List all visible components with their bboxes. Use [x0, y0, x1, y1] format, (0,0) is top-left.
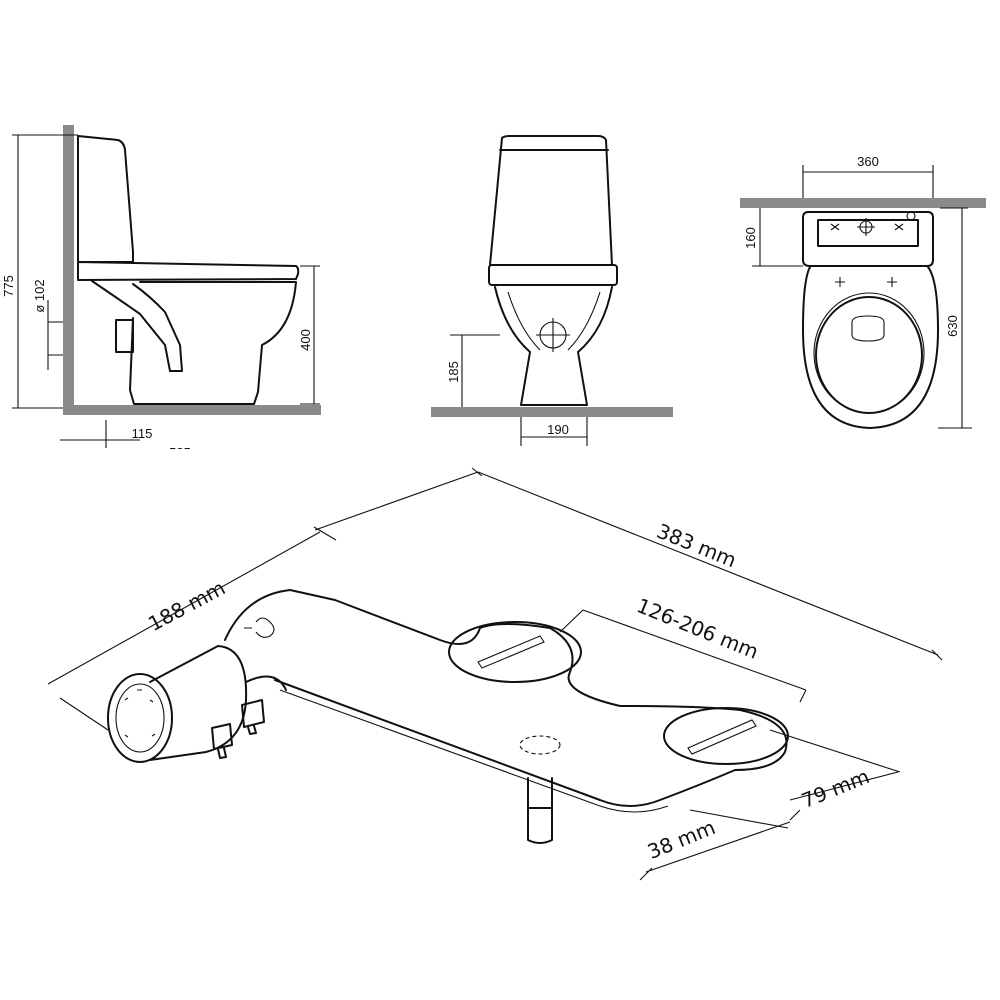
front-bowl — [494, 286, 613, 406]
bidet-knob-body — [149, 645, 248, 761]
side-view: 775 ø 102 400 115 525 — [1, 125, 321, 461]
dim-inlet-height: 185 — [446, 361, 461, 383]
side-wall — [63, 125, 74, 415]
side-tank — [77, 135, 134, 263]
dim-height-overall: 775 — [1, 275, 16, 297]
front-seat — [488, 264, 618, 286]
dim-base-width: 190 — [547, 422, 569, 437]
dim-length: 630 — [945, 315, 960, 337]
bidet-slot-right — [663, 707, 789, 765]
dim-width: 360 — [857, 154, 879, 169]
dim-tank-depth: 160 — [743, 227, 758, 249]
bidet-fitting-left — [211, 723, 233, 759]
bidet-plate — [224, 589, 788, 807]
side-seat — [77, 261, 300, 281]
dim-seat-height: 400 — [298, 329, 313, 351]
bidet-connector — [245, 675, 287, 691]
bidet-attachment: 188 mm 383 mm 126-206 mm 79 mm 38 mm — [47, 467, 943, 881]
bidet-downpipe — [527, 777, 553, 844]
top-wall — [740, 198, 986, 208]
dim-bidet-length: 383 mm — [653, 519, 739, 573]
dim-bidet-width: 188 mm — [144, 576, 229, 636]
bidet-fitting-right — [241, 699, 265, 735]
dim-pipe-diameter: ø 102 — [32, 279, 47, 312]
front-view: 185 190 — [431, 135, 673, 446]
side-outlet — [115, 319, 134, 353]
front-tank — [489, 135, 613, 266]
side-bowl — [91, 280, 297, 405]
bidet-knob — [107, 673, 173, 763]
top-bowl — [802, 266, 939, 429]
side-floor — [63, 405, 321, 415]
bidet-slot-left — [448, 621, 582, 683]
dim-bracket-width: 79 mm — [798, 764, 873, 813]
top-tank — [802, 211, 934, 267]
dim-slot-spacing: 126-206 mm — [633, 593, 761, 664]
front-floor — [431, 407, 673, 417]
dim-plate-width: 38 mm — [644, 815, 719, 864]
top-view: 360 160 630 — [740, 154, 986, 429]
dim-outlet-offset: 115 — [132, 426, 153, 441]
